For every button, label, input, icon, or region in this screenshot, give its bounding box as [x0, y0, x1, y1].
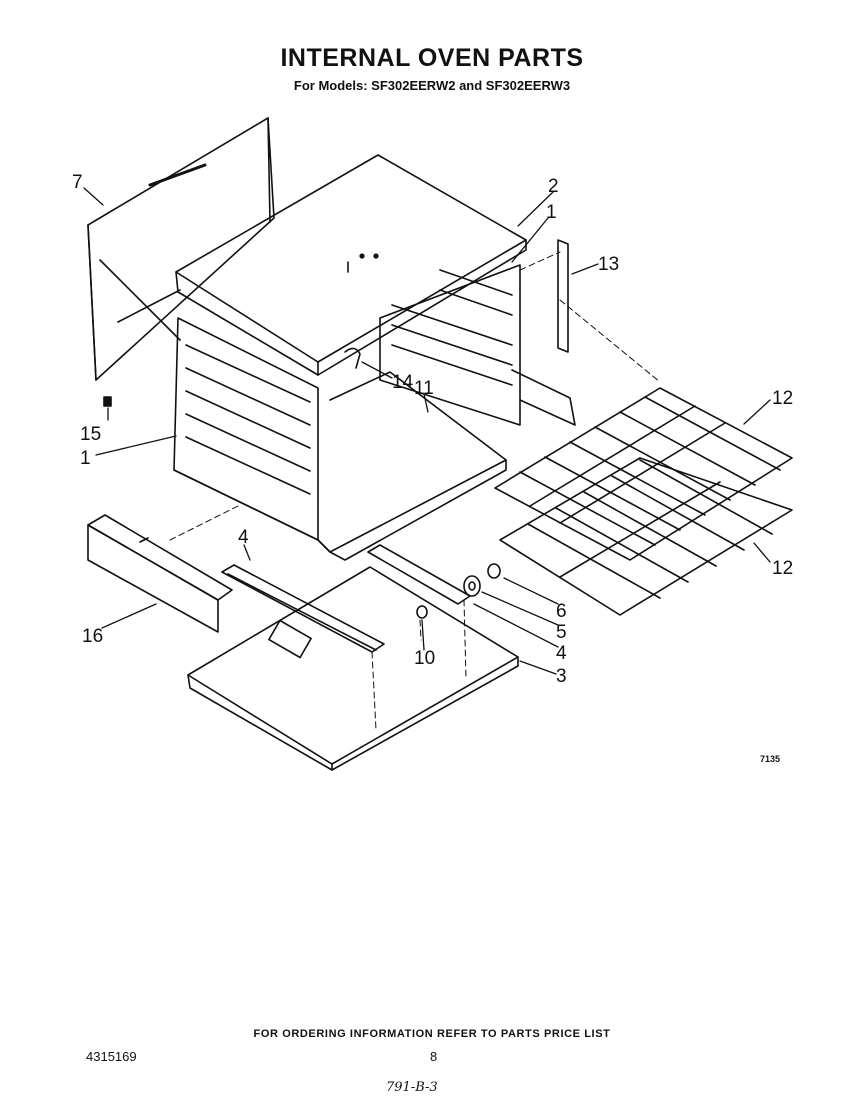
washer-part [487, 563, 501, 579]
callout-label: 12 [772, 558, 793, 579]
bearing-part [463, 575, 481, 597]
screw-part [103, 396, 112, 407]
callout-label: 5 [556, 622, 567, 643]
callout-label: 6 [556, 601, 567, 622]
callout-label: 15 [80, 424, 101, 445]
oven-bottom-part [317, 371, 507, 561]
figure-number: 7135 [760, 754, 780, 764]
left-side-wall-part [173, 317, 331, 553]
callout-label: 12 [772, 388, 793, 409]
rear-panel-part [87, 117, 275, 381]
top-panel-part [175, 154, 527, 376]
model-subtitle: For Models: SF302EERW2 and SF302EERW3 [293, 78, 571, 93]
callout-label: 11 [414, 378, 434, 399]
callout-leader-lines [83, 187, 771, 675]
callout-labels: 7 2 1 13 14 11 15 1 12 12 4 6 5 4 16 10 … [72, 172, 793, 764]
lower-oven-rack-part [499, 457, 793, 616]
callout-label: 14 [392, 372, 414, 393]
callout-label: 3 [556, 666, 567, 687]
clip-part [344, 347, 361, 369]
callout-label: 16 [82, 626, 103, 647]
assembly-guide-lines [169, 251, 661, 731]
document-number: 4315169 [86, 1049, 137, 1064]
callout-label: 1 [546, 202, 557, 223]
callout-label: 7 [72, 172, 83, 193]
page-number: 8 [430, 1049, 438, 1064]
callout-label: 13 [598, 254, 619, 275]
ordering-note: FOR ORDERING INFORMATION REFER TO PARTS … [253, 1028, 611, 1040]
callout-label: 4 [556, 643, 567, 664]
callout-label: 10 [414, 648, 435, 669]
handwritten-note: 791-B-3 [386, 1080, 438, 1095]
side-bracket-part [557, 239, 569, 353]
callout-label: 1 [80, 448, 91, 469]
left-slide-rail-part [221, 564, 385, 653]
upper-oven-rack-part [494, 387, 793, 561]
page-title: INTERNAL OVEN PARTS [280, 44, 584, 72]
callout-label: 4 [238, 527, 249, 548]
bottom-pan-part [187, 566, 519, 771]
nut-part [416, 605, 428, 619]
front-trim-part [87, 514, 233, 633]
right-side-wall-part [379, 264, 576, 426]
callout-label: 2 [548, 176, 559, 197]
